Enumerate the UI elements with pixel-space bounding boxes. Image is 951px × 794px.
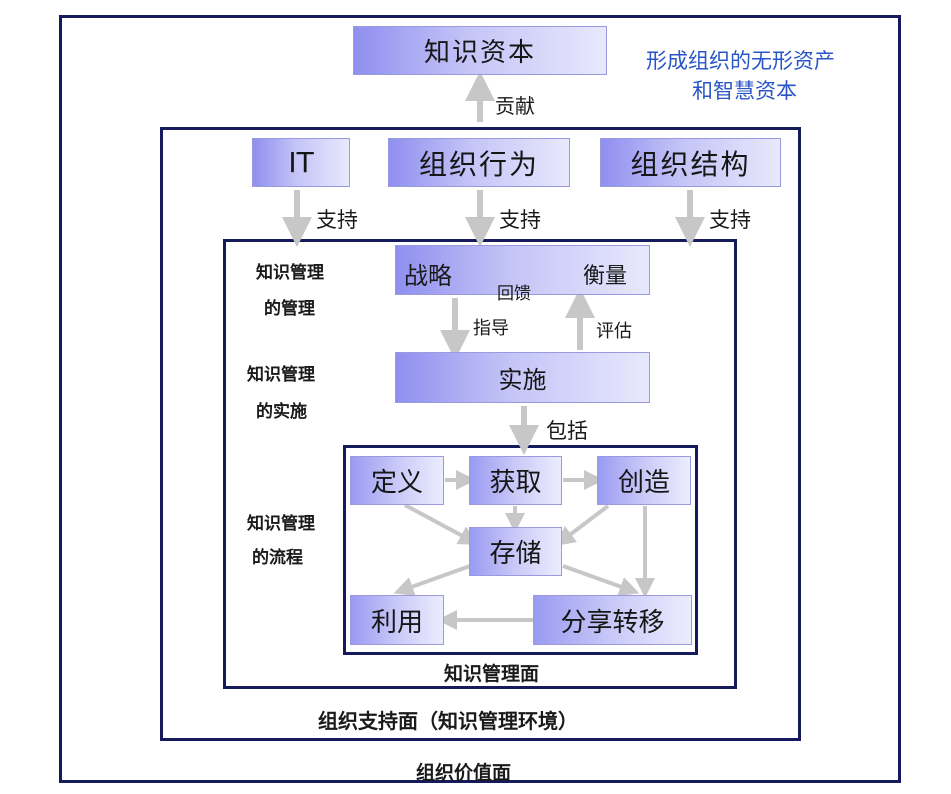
contribute-label: 贡献 bbox=[495, 94, 535, 118]
guide-label: 指导 bbox=[473, 318, 509, 339]
store-box: 存储 bbox=[469, 527, 562, 576]
define-box: 定义 bbox=[350, 456, 444, 505]
side-label-proc-1: 知识管理 bbox=[247, 514, 315, 534]
evaluate-label: 评估 bbox=[596, 321, 632, 342]
include-label: 包括 bbox=[546, 419, 588, 443]
share-box: 分享转移 bbox=[533, 595, 692, 645]
value-note-line2: 和智慧资本 bbox=[692, 79, 797, 103]
implement-box: 实施 bbox=[395, 352, 650, 403]
side-label-mgmt-1: 知识管理 bbox=[256, 263, 324, 283]
side-label-mgmt-2: 的管理 bbox=[264, 299, 315, 319]
support-face-frame bbox=[160, 127, 801, 741]
side-label-proc-2: 的流程 bbox=[252, 548, 303, 568]
support-label-it: 支持 bbox=[316, 208, 358, 232]
value-face-frame bbox=[59, 15, 901, 783]
define-to-store-arrow bbox=[404, 503, 479, 545]
value-note-line1: 形成组织的无形资产 bbox=[646, 49, 835, 73]
support-label-behavior: 支持 bbox=[499, 208, 541, 232]
it-box: IT bbox=[252, 138, 350, 187]
side-label-impl-2: 的实施 bbox=[256, 402, 307, 422]
org-behavior-box: 组织行为 bbox=[388, 138, 570, 187]
measure-label: 衡量 bbox=[583, 264, 628, 289]
acquire-box: 获取 bbox=[469, 456, 562, 505]
knowledge-capital-box: 知识资本 bbox=[353, 26, 607, 75]
store-to-share-arrow bbox=[562, 564, 640, 597]
value-face-label: 组织价值面 bbox=[416, 762, 512, 784]
create-to-store-arrow bbox=[555, 504, 610, 547]
org-structure-box: 组织结构 bbox=[600, 138, 781, 187]
strategy-measure-bar bbox=[395, 245, 650, 295]
km-face-label: 知识管理面 bbox=[444, 663, 540, 685]
feedback-label: 回馈 bbox=[497, 284, 531, 304]
use-box: 利用 bbox=[350, 595, 444, 645]
strategy-label: 战略 bbox=[404, 262, 452, 290]
support-label-structure: 支持 bbox=[709, 208, 751, 232]
store-to-use-arrow bbox=[393, 564, 471, 597]
side-label-impl-1: 知识管理 bbox=[247, 365, 315, 385]
create-box: 创造 bbox=[597, 456, 691, 505]
support-face-label: 组织支持面（知识管理环境） bbox=[318, 709, 578, 733]
